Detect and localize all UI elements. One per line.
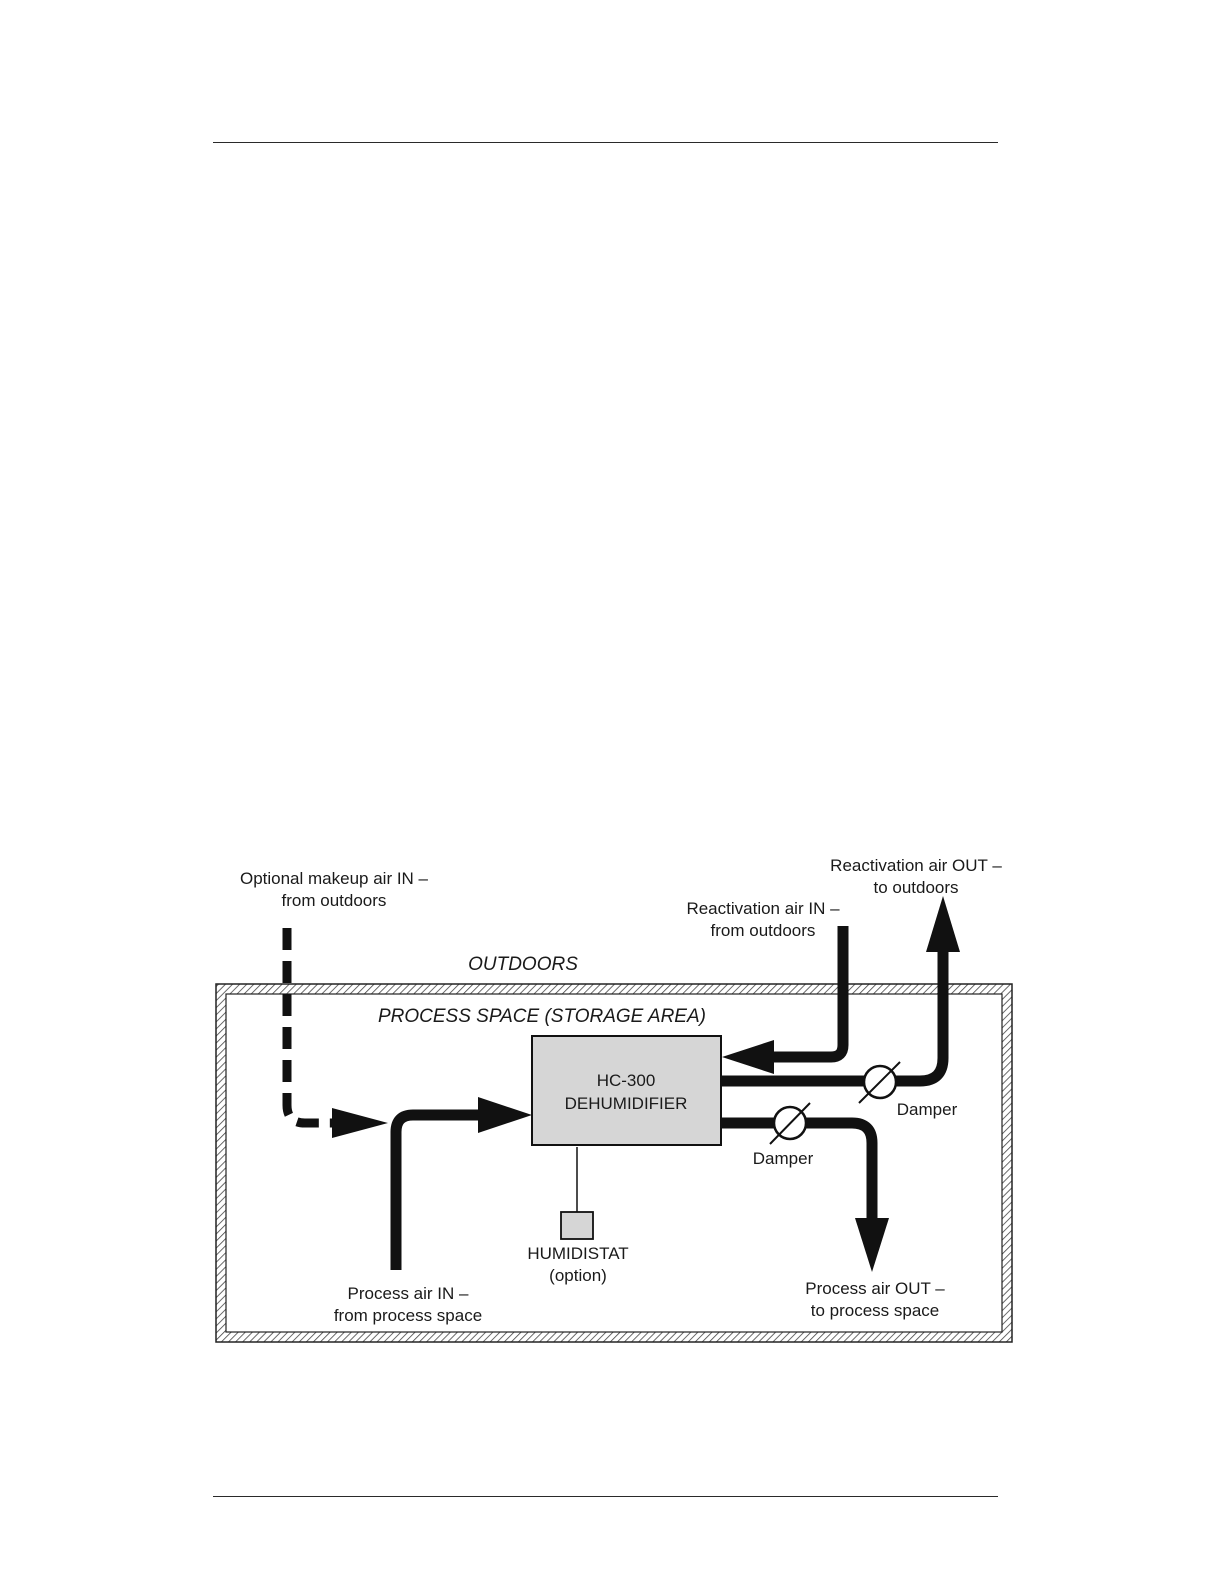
reactivation-out-label-2: to outdoors: [873, 878, 958, 897]
process-in-label: Process air IN –: [348, 1284, 469, 1303]
makeup-air-label: Optional makeup air IN –: [240, 869, 429, 888]
reactivation-in-label-2: from outdoors: [711, 921, 816, 940]
humidistat-label-2: (option): [549, 1266, 607, 1285]
damper-label: Damper: [753, 1149, 814, 1168]
reactivation-in-label: Reactivation air IN –: [686, 899, 840, 918]
humidistat-label: HUMIDISTAT: [527, 1244, 628, 1263]
unit-model-label: HC-300: [597, 1071, 656, 1090]
process-space-label: PROCESS SPACE (STORAGE AREA): [378, 1006, 706, 1027]
outdoors-label: OUTDOORS: [468, 954, 578, 975]
process-out-label: Process air OUT –: [805, 1279, 945, 1298]
dehumidifier-unit: HC-300 DEHUMIDIFIER: [532, 1036, 721, 1145]
unit-type-label: DEHUMIDIFIER: [565, 1094, 688, 1113]
process-in-label-2: from process space: [334, 1306, 482, 1325]
process-out-label-2: to process space: [811, 1301, 940, 1320]
reactivation-out-label: Reactivation air OUT –: [830, 856, 1002, 875]
makeup-air-label-2: from outdoors: [282, 891, 387, 910]
damper-label: Damper: [897, 1100, 958, 1119]
